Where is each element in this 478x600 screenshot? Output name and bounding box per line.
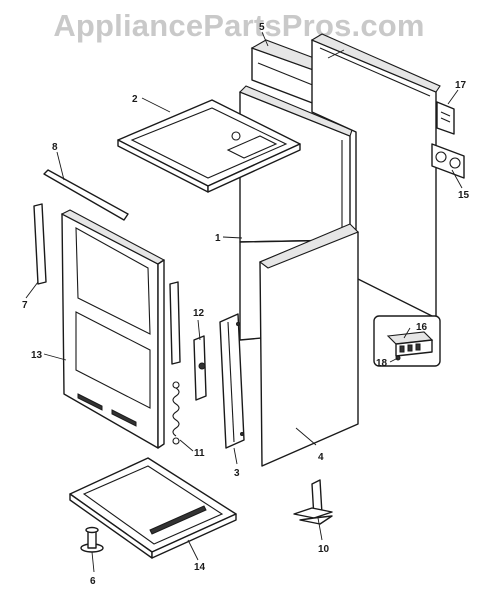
callout-5: 5 <box>259 22 265 33</box>
rear-back-panel[interactable] <box>310 33 441 319</box>
callout-4: 4 <box>318 452 324 463</box>
callout-2: 2 <box>132 94 138 105</box>
callout-12: 12 <box>193 308 205 319</box>
callout-16: 16 <box>416 322 428 333</box>
part-4-front-side-panel[interactable] <box>258 223 359 467</box>
callout-6: 6 <box>90 576 96 587</box>
callout-1: 1 <box>215 233 221 244</box>
callout-15: 15 <box>458 190 470 201</box>
part-3-channel[interactable] <box>219 313 245 449</box>
callout-14: 14 <box>194 562 206 573</box>
callout-8: 8 <box>52 142 58 153</box>
part-17-rating-label[interactable] <box>436 101 455 135</box>
part-14-bottom-pan[interactable] <box>69 457 237 559</box>
part-16-bracket-detail[interactable] <box>373 315 441 367</box>
part-10-anti-tip-bracket[interactable] <box>293 479 333 525</box>
leader-lines <box>25 31 463 573</box>
part-7-side-trim[interactable] <box>33 203 47 285</box>
callout-10: 10 <box>318 544 330 555</box>
callout-13: 13 <box>31 350 43 361</box>
part-6-leveling-leg[interactable] <box>80 526 104 553</box>
part-15-terminal-block[interactable] <box>431 143 465 179</box>
part-2-top-frame[interactable] <box>117 99 301 193</box>
watermark: AppliancePartsPros.com <box>53 8 425 43</box>
callout-11: 11 <box>194 448 205 459</box>
side-rail-bar[interactable] <box>169 281 181 365</box>
callout-3: 3 <box>234 468 240 479</box>
part-11-spring[interactable] <box>172 381 180 445</box>
callout-labels: 5 2 8 1 17 15 7 13 12 11 3 4 16 18 10 14… <box>22 22 470 587</box>
part-12-latch[interactable] <box>193 335 207 401</box>
callout-17: 17 <box>455 80 467 91</box>
part-13-front-frame[interactable] <box>60 209 166 449</box>
callout-7: 7 <box>22 300 28 311</box>
part-8-trim-strip[interactable] <box>43 169 129 221</box>
callout-18: 18 <box>376 358 388 369</box>
